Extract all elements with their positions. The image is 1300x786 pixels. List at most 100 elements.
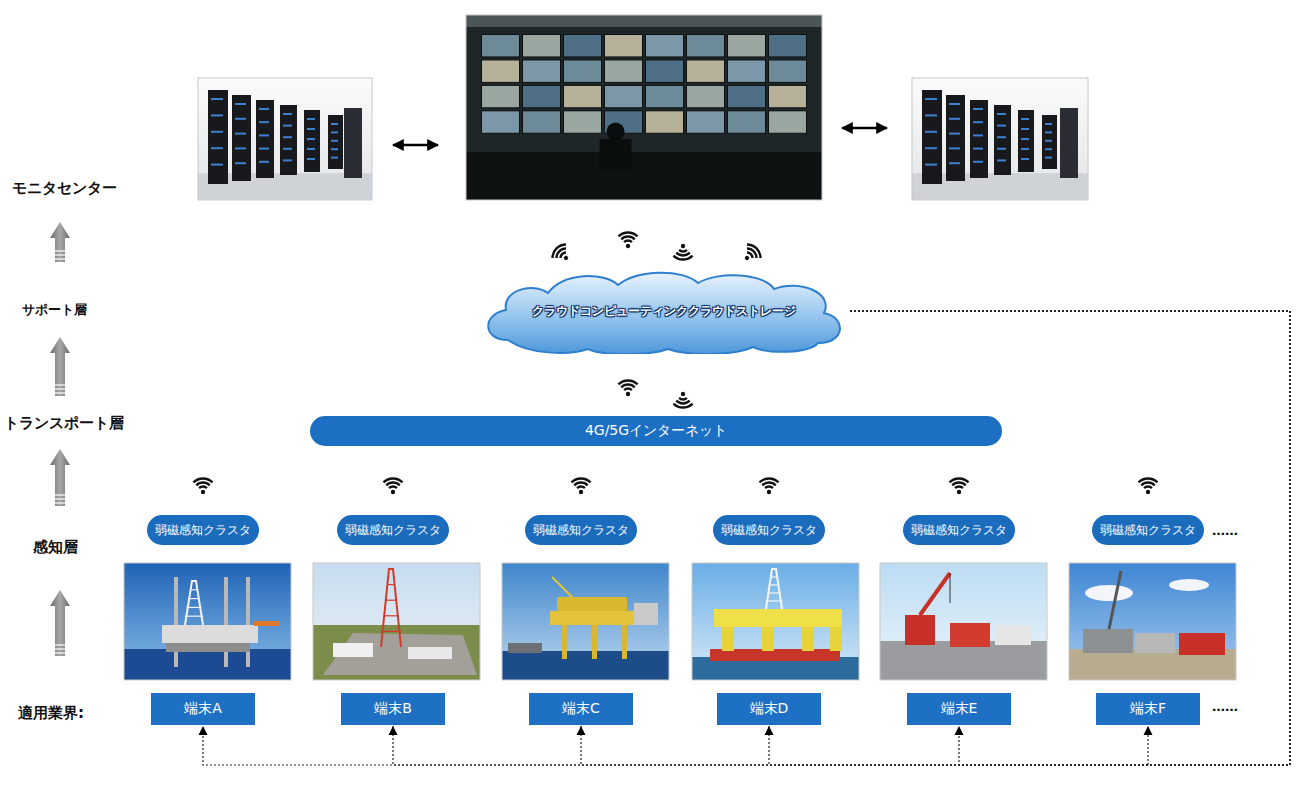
rack-light <box>331 131 338 133</box>
screen <box>646 111 684 133</box>
building <box>333 643 373 657</box>
screen <box>687 35 725 57</box>
arrow-stripe <box>55 502 65 503</box>
photo-ground <box>198 78 372 200</box>
sea-or-ground <box>313 625 480 680</box>
screen <box>687 111 725 133</box>
container <box>1083 629 1133 653</box>
wifi-icon <box>571 479 590 495</box>
rack-light <box>259 108 269 110</box>
arrow-stripe <box>55 392 65 393</box>
arrow-stripe <box>55 652 65 653</box>
node-text: 弱磁感知クラスタ <box>911 522 1007 539</box>
photo-frame <box>692 563 859 680</box>
rig-leg <box>246 577 250 667</box>
column <box>830 625 842 651</box>
server-rack <box>280 105 297 175</box>
wifi-dot <box>391 490 395 494</box>
derrick-brace <box>385 600 397 601</box>
derrick-brace <box>190 589 198 590</box>
rack-light <box>235 133 246 135</box>
wifi-icon <box>193 479 212 495</box>
rack-light <box>283 125 292 127</box>
sky <box>124 563 291 680</box>
wifi-arc <box>949 479 968 483</box>
cloud-outline-path <box>488 273 840 354</box>
platform-leg <box>592 623 597 659</box>
layer-arrow <box>50 222 70 262</box>
screen <box>523 111 561 133</box>
wifi-icon <box>1138 479 1157 495</box>
rack-light <box>331 123 338 125</box>
terminal-box: 端末F <box>1096 693 1200 725</box>
rack-light <box>973 134 983 136</box>
rack-light <box>259 161 269 163</box>
wifi-arc <box>574 483 587 486</box>
column <box>722 625 734 651</box>
wifi-arc <box>747 242 763 258</box>
arrow-stripe <box>55 250 65 251</box>
node-text: 端末E <box>941 700 978 718</box>
wifi-icon <box>550 242 575 267</box>
rack-light <box>1021 118 1029 120</box>
node-text: クラウドコンピューティンククラウドストレージ <box>532 303 796 320</box>
photo-frame <box>880 563 1047 680</box>
site-photo <box>1069 563 1236 680</box>
rig-leg <box>174 577 178 667</box>
node-text: 弱磁感知クラスタ <box>1100 522 1196 539</box>
wifi-dot <box>626 392 630 396</box>
wifi-dot <box>767 490 771 494</box>
sky <box>692 563 859 680</box>
container <box>1135 633 1175 653</box>
screen <box>646 60 684 82</box>
rig-hull <box>166 643 250 652</box>
photo-frame <box>313 563 480 680</box>
rack-light <box>307 138 315 140</box>
rack-light <box>997 159 1006 161</box>
column <box>802 625 814 651</box>
site-photo <box>313 563 480 680</box>
wifi-arc <box>196 483 209 486</box>
node-text: 弱磁感知クラスタ <box>345 522 441 539</box>
layer-label: 感知層 <box>33 538 78 556</box>
wifi-arc <box>199 487 207 489</box>
node-text: 端末A <box>184 700 222 718</box>
layer-arrow <box>50 590 70 656</box>
rack-light <box>1021 138 1029 140</box>
ellipsis: …… <box>1212 523 1238 539</box>
derrick <box>381 569 401 647</box>
rack-light <box>973 121 983 123</box>
control-room-photo <box>466 15 822 200</box>
photo-frame <box>466 15 822 200</box>
wifi-arc <box>571 479 590 483</box>
node-text: 弱磁感知クラスタ <box>533 522 629 539</box>
rig-deck <box>162 625 258 643</box>
server-rack <box>946 95 965 181</box>
rack-light <box>973 108 983 110</box>
rack-light <box>235 103 246 105</box>
wifi-arc <box>955 487 963 489</box>
layer-arrow-shape <box>50 449 70 506</box>
wifi-arc <box>747 251 754 258</box>
photo-frame <box>502 563 669 680</box>
rack-light <box>997 113 1006 115</box>
screen <box>605 60 643 82</box>
rack-light <box>1021 158 1029 160</box>
rack-light <box>283 136 292 138</box>
wifi-dot <box>563 255 569 261</box>
feedback-connector <box>393 311 1290 765</box>
module <box>634 603 658 625</box>
screen <box>769 111 807 133</box>
wifi-dot <box>626 244 630 248</box>
screen <box>728 111 766 133</box>
machine <box>905 615 935 645</box>
screen <box>482 60 520 82</box>
sea-or-ground <box>124 649 291 680</box>
screen <box>769 85 807 107</box>
wifi-dot <box>957 490 961 494</box>
node-text: 端末F <box>1130 700 1166 718</box>
screen <box>482 35 520 57</box>
feedback-connector <box>850 311 1290 765</box>
rack-light <box>259 148 269 150</box>
wifi-arc <box>673 256 692 260</box>
